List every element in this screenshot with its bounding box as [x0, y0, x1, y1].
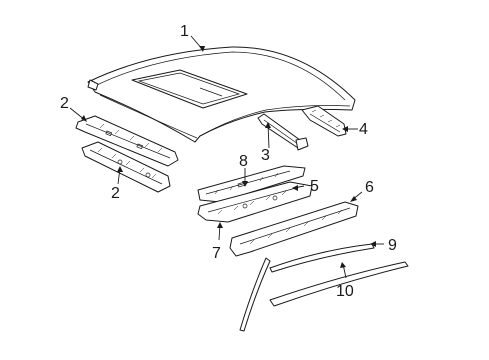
callout-9: 9 [388, 237, 397, 254]
callout-8: 8 [239, 153, 248, 170]
callout-1: 1 [180, 23, 189, 40]
rear-header [229, 201, 359, 257]
front-header-lower [81, 141, 171, 193]
center-bow-lower [197, 181, 313, 223]
callout-10: 10 [336, 283, 354, 300]
callout-7: 7 [212, 245, 221, 262]
callout-2-upper: 2 [60, 95, 69, 112]
callout-6: 6 [365, 179, 374, 196]
roof-panel [87, 46, 356, 143]
callout-4: 4 [359, 121, 368, 138]
callout-3: 3 [261, 147, 270, 164]
callout-2-lower: 2 [111, 185, 120, 202]
roof-side-molding [239, 257, 409, 332]
center-bow-upper [197, 165, 306, 203]
roof-side-rail [301, 105, 347, 137]
front-header-upper [75, 115, 179, 167]
callout-5: 5 [310, 178, 319, 195]
leaders [69, 35, 384, 279]
roof-bow [257, 113, 309, 151]
drip-molding [269, 243, 375, 273]
